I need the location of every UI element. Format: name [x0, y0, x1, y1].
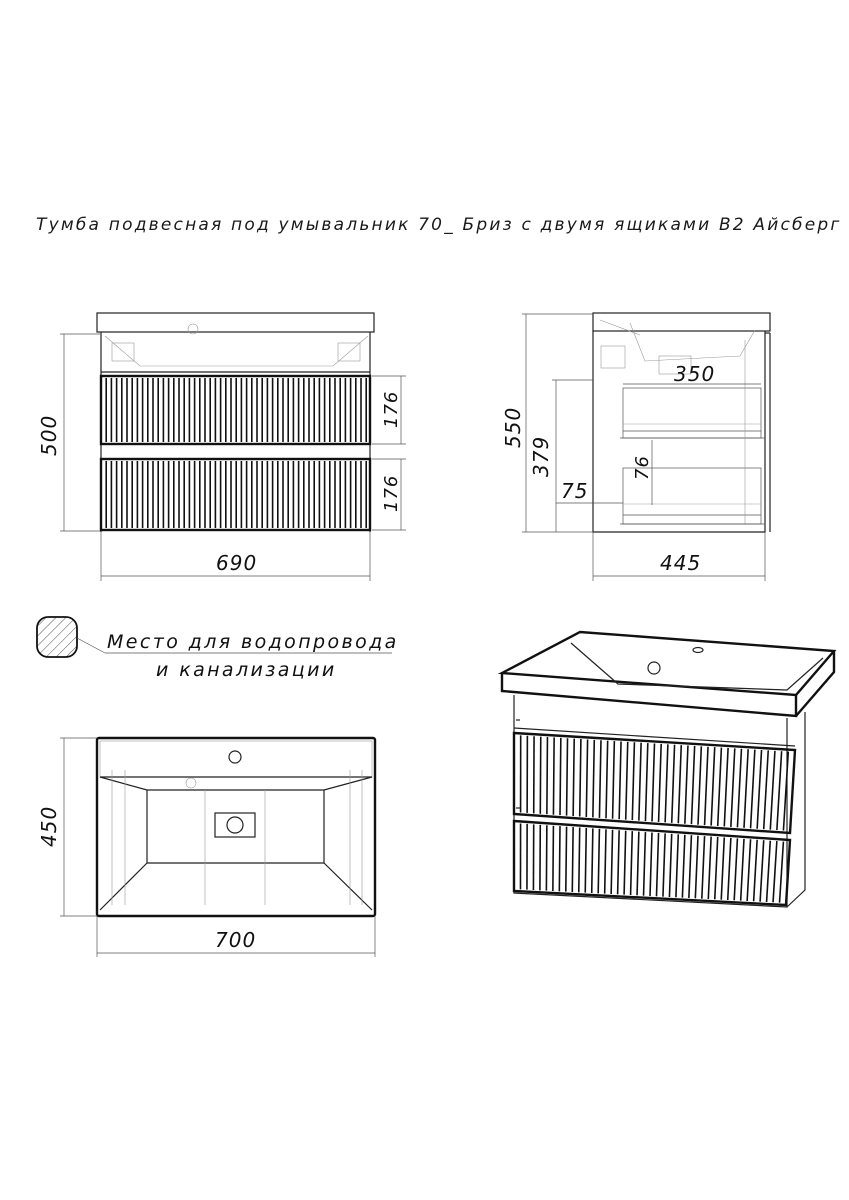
- drawing-title: Тумба подвесная под умывальник 70_ Бриз …: [36, 215, 842, 235]
- front-drawer-top-dimension: 176: [381, 391, 402, 428]
- legend: Место для водопровода и канализации: [36, 616, 399, 681]
- legend-line-1: Место для водопровода: [107, 631, 399, 653]
- legend-hatch-swatch: [36, 616, 78, 658]
- front-view: 500 176 176 690: [37, 312, 406, 581]
- top-width-dimension: 700: [215, 928, 256, 952]
- iso-drawer-top: [512, 731, 797, 835]
- legend-line-2: и канализации: [156, 659, 337, 681]
- iso-drawer-bottom: [512, 819, 792, 907]
- front-height-dimension: 500: [37, 415, 61, 456]
- front-drawer-bottom: [99, 457, 372, 532]
- front-drawer-bottom-dimension: 176: [381, 475, 402, 512]
- side-view: 550 379 75 350 76 445: [501, 312, 771, 581]
- front-drawer-top: [99, 374, 372, 446]
- side-depth-dimension: 445: [660, 551, 701, 575]
- front-drawer-bottom-flutes: [105, 461, 368, 528]
- front-drawer-top-flutes: [105, 378, 368, 442]
- side-drawer-gap-dimension: 76: [632, 455, 653, 480]
- top-view: 450 700: [37, 736, 377, 957]
- isometric-view: [497, 630, 837, 908]
- side-height-dimension: 550: [501, 407, 525, 448]
- iso-drawer-bottom-flutes: [519, 823, 785, 903]
- top-depth-dimension: 450: [37, 806, 61, 847]
- side-pipe-offset-dimension: 75: [561, 479, 588, 503]
- iso-drawer-top-flutes: [519, 735, 790, 831]
- front-width-dimension: 690: [216, 551, 257, 575]
- side-drawer-depth-dimension: 350: [674, 362, 715, 386]
- side-inner-height-dimension: 379: [529, 436, 553, 477]
